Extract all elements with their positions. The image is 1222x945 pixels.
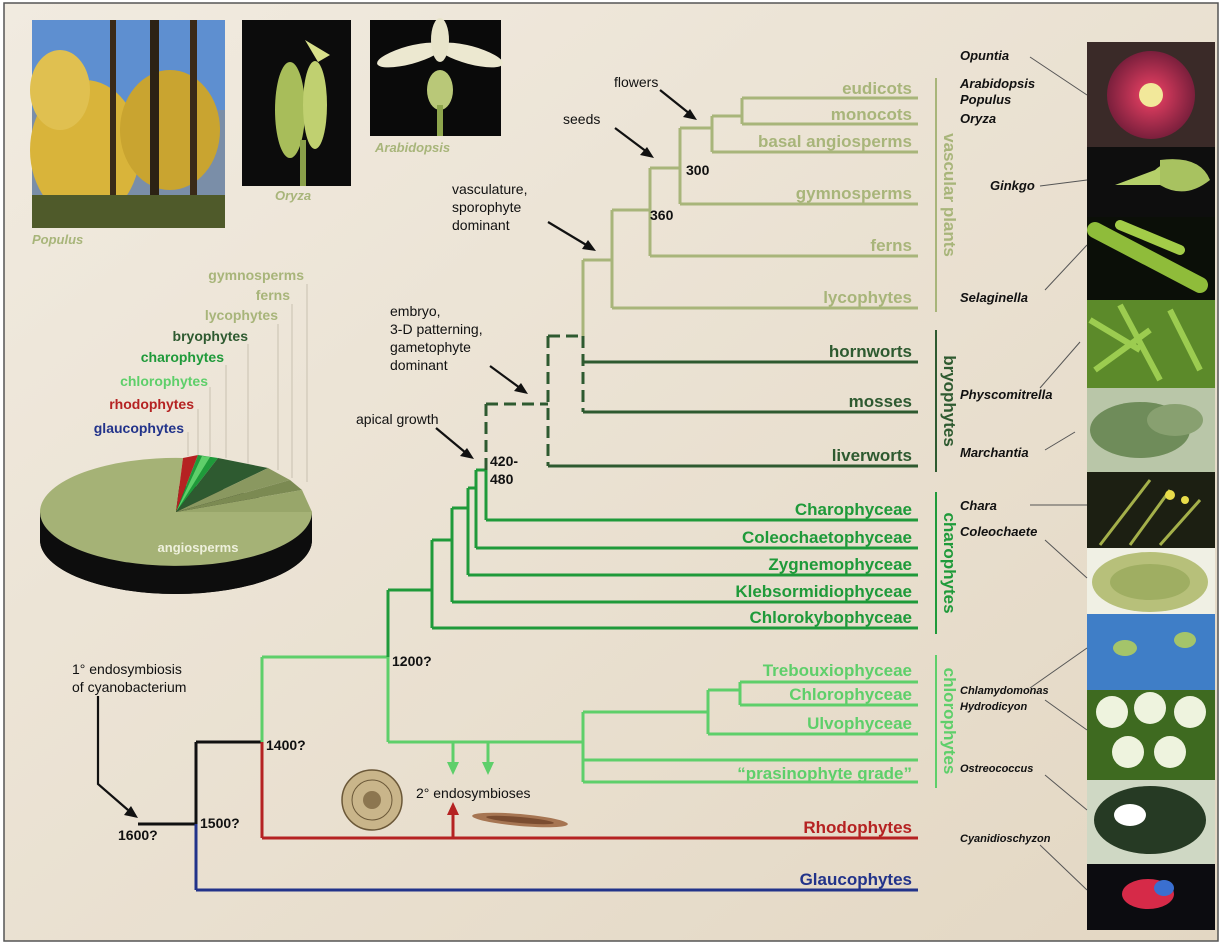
- date-1200: 1200?: [392, 653, 432, 669]
- group-label-vascular-plants: vascular plants: [940, 133, 959, 257]
- pie-legend-lycophytes: lycophytes: [205, 307, 278, 323]
- date-1500: 1500?: [200, 815, 240, 831]
- species-selaginella: Selaginella: [960, 290, 1028, 305]
- species-cyanidioschyzon: Cyanidioschyzon: [960, 833, 1051, 845]
- photo-chara: [1087, 472, 1215, 548]
- date-300: 300: [686, 162, 710, 178]
- date-1400: 1400?: [266, 737, 306, 753]
- taxon-monocots: monocots: [831, 105, 912, 124]
- taxon-ulvophyceae: Ulvophyceae: [807, 714, 912, 733]
- arabidopsis-caption: Arabidopsis: [374, 140, 450, 155]
- photo-selaginella: [1087, 217, 1215, 300]
- date-1600: 1600?: [118, 827, 158, 843]
- date-480: 480: [490, 471, 514, 487]
- photo-ginkgo: [1087, 147, 1215, 217]
- diatom-illustration: [342, 770, 402, 830]
- pie-legend-charophytes: charophytes: [141, 349, 224, 365]
- species-ginkgo: Ginkgo: [990, 178, 1035, 193]
- taxon-klebsormidiophyceae: Klebsormidiophyceae: [735, 582, 912, 601]
- event-embryo-line3: gametophyte: [390, 339, 471, 355]
- taxon-prasinophyte-grade: “prasinophyte grade”: [737, 764, 912, 783]
- oryza-photo: [242, 20, 351, 186]
- taxon-mosses: mosses: [849, 392, 912, 411]
- pie-legend-bryophytes: bryophytes: [173, 328, 249, 344]
- taxon-ferns: ferns: [870, 236, 912, 255]
- pie-legend-rhodophytes: rhodophytes: [109, 396, 194, 412]
- event-vasculature-line3: dominant: [452, 217, 510, 233]
- species-oryza: Oryza: [960, 111, 996, 126]
- arabidopsis-photo: [370, 18, 505, 136]
- pie-legend-gymnosperms: gymnosperms: [208, 267, 304, 283]
- taxon-chlorokybophyceae: Chlorokybophyceae: [750, 608, 913, 627]
- date-360: 360: [650, 207, 674, 223]
- taxon-trebouxiophyceae: Trebouxiophyceae: [763, 661, 912, 680]
- taxon-rhodophytes: Rhodophytes: [803, 818, 912, 837]
- event-seeds: seeds: [563, 111, 600, 127]
- species-coleochaete: Coleochaete: [960, 524, 1037, 539]
- species-physcomitrella: Physcomitrella: [960, 387, 1053, 402]
- taxon-eudicots: eudicots: [842, 79, 912, 98]
- photo-hydrodicyon: [1087, 690, 1215, 780]
- photo-marchantia: [1087, 388, 1215, 472]
- taxon-glaucophytes: Glaucophytes: [800, 870, 912, 889]
- event-secondary-endosymbioses: 2° endosymbioses: [416, 785, 531, 801]
- oryza-caption: Oryza: [275, 188, 311, 203]
- event-primary-endosymbiosis-line2: of cyanobacterium: [72, 679, 186, 695]
- event-vasculature-line1: vasculature,: [452, 181, 527, 197]
- species-ostreococcus: Ostreococcus: [960, 763, 1033, 775]
- photo-physcomitrella: [1087, 300, 1215, 388]
- taxon-liverworts: liverworts: [832, 446, 912, 465]
- species-hydrodicyon: Hydrodicyon: [960, 701, 1028, 713]
- photo-coleochaete: [1087, 548, 1215, 614]
- species-marchantia: Marchantia: [960, 445, 1029, 460]
- taxon-zygnemophyceae: Zygnemophyceae: [768, 555, 912, 574]
- taxon-charophyceae: Charophyceae: [795, 500, 912, 519]
- pie-legend-glaucophytes: glaucophytes: [94, 420, 184, 436]
- species-populus: Populus: [960, 92, 1011, 107]
- pie-legend-chlorophytes: chlorophytes: [120, 373, 208, 389]
- taxon-hornworts: hornworts: [829, 342, 912, 361]
- event-embryo-line2: 3-D patterning,: [390, 321, 483, 337]
- photo-ostreococcus: [1087, 780, 1215, 864]
- taxon-basal-angiosperms: basal angiosperms: [758, 132, 912, 151]
- taxon-lycophytes: lycophytes: [823, 288, 912, 307]
- pie-legend-ferns: ferns: [256, 287, 290, 303]
- taxon-coleochaetophyceae: Coleochaetophyceae: [742, 528, 912, 547]
- group-label-chlorophytes: chlorophytes: [940, 668, 959, 775]
- taxon-gymnosperms: gymnosperms: [796, 184, 912, 203]
- group-label-charophytes: charophytes: [940, 512, 959, 613]
- event-primary-endosymbiosis-line1: 1° endosymbiosis: [72, 661, 182, 677]
- event-flowers: flowers: [614, 74, 658, 90]
- event-embryo-line1: embryo,: [390, 303, 441, 319]
- date-420: 420-: [490, 453, 518, 469]
- event-embryo-line4: dominant: [390, 357, 448, 373]
- populus-caption: Populus: [32, 232, 83, 247]
- species-chara: Chara: [960, 498, 997, 513]
- photo-chlamydomonas: [1087, 614, 1215, 690]
- species-arabidopsis: Arabidopsis: [959, 76, 1035, 91]
- event-apical-growth: apical growth: [356, 411, 439, 427]
- species-pie-chart: angiosperms: [40, 455, 312, 594]
- pie-center-label: angiosperms: [158, 540, 239, 555]
- event-vasculature-line2: sporophyte: [452, 199, 521, 215]
- photo-cyanidioschyzon: [1087, 864, 1215, 930]
- group-label-bryophytes: bryophytes: [940, 355, 959, 447]
- species-opuntia: Opuntia: [960, 48, 1009, 63]
- species-chlamydomonas: Chlamydomonas: [960, 685, 1049, 697]
- populus-photo: [30, 20, 225, 228]
- taxon-chlorophyceae: Chlorophyceae: [789, 685, 912, 704]
- photo-opuntia: [1087, 42, 1215, 147]
